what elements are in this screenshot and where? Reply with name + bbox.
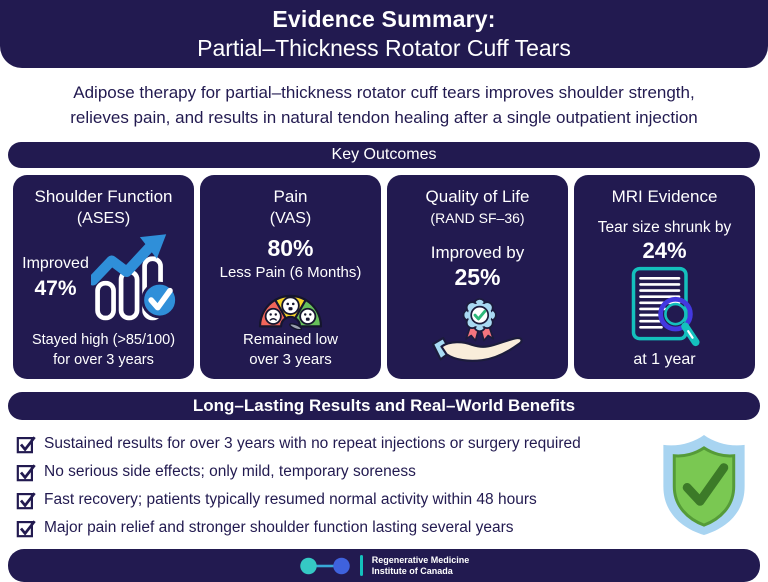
organization-name-line1: Regenerative Medicine xyxy=(371,554,470,565)
page-title-line2: Partial–Thickness Rotator Cuff Tears xyxy=(197,35,571,61)
award-badge-on-hand-icon xyxy=(431,298,523,363)
card1-stat: Improved 47% xyxy=(22,255,89,301)
bar-chart-up-arrow-check-icon xyxy=(90,234,178,321)
card2-value: 80% xyxy=(267,235,314,261)
card3-subtitle: (RAND SF–36) xyxy=(430,210,525,226)
checkbox-check-icon xyxy=(16,492,36,510)
rosette xyxy=(462,298,497,333)
card3-label: Improved by xyxy=(430,243,525,263)
card1-footnote-line2: for over 3 years xyxy=(53,352,154,368)
intro-summary-line2: relieves pain, and results in natural te… xyxy=(70,108,698,127)
card4-label: Tear size shrunk by xyxy=(597,219,732,236)
card-pain: Pain (VAS) 80% Less Pain (6 Months) xyxy=(200,175,381,379)
list-item: Sustained results for over 3 years with … xyxy=(16,434,650,454)
shield-area xyxy=(650,432,758,546)
card-mri-evidence: MRI Evidence Tear size shrunk by 24% xyxy=(574,175,755,379)
shield-check-icon xyxy=(663,434,745,536)
checkbox-check-icon xyxy=(16,464,36,482)
checkbox-check-icon xyxy=(16,436,36,454)
footer-divider xyxy=(359,555,363,576)
card2-footnote-line1: Remained low xyxy=(242,331,339,348)
card2-label: Less Pain (6 Months) xyxy=(219,264,362,281)
page-title-line1: Evidence Summary: xyxy=(272,6,496,32)
card2-title: Pain xyxy=(273,187,308,206)
card4-footnote: at 1 year xyxy=(633,351,696,368)
footer-bar: Regenerative Medicine Institute of Canad… xyxy=(8,549,760,582)
card1-title: Shoulder Function xyxy=(34,187,173,206)
card2-footnote: Remained low over 3 years xyxy=(243,330,338,370)
outcome-cards-row: Shoulder Function (ASES) Improved 47% xyxy=(13,175,755,379)
list-item: Major pain relief and stronger shoulder … xyxy=(16,518,650,538)
benefit-text: No serious side effects; only mild, temp… xyxy=(44,463,416,480)
list-item: Fast recovery; patients typically resume… xyxy=(16,490,650,510)
document-magnifier-icon xyxy=(631,266,700,347)
card3-value: 25% xyxy=(454,264,501,291)
card-quality-of-life: Quality of Life (RAND SF–36) Improved by… xyxy=(387,175,568,379)
card1-subtitle: (ASES) xyxy=(76,210,131,227)
key-outcomes-header: Key Outcomes xyxy=(8,142,760,168)
card2-subtitle: (VAS) xyxy=(269,210,312,227)
card1-body: Improved 47% xyxy=(19,233,188,323)
benefit-text: Fast recovery; patients typically resume… xyxy=(44,491,537,508)
card3-title: Quality of Life xyxy=(425,187,530,206)
list-item: No serious side effects; only mild, temp… xyxy=(16,462,650,482)
benefits-header: Long–Lasting Results and Real–World Bene… xyxy=(8,392,760,420)
checkbox-check-icon xyxy=(16,520,36,538)
header-banner: Evidence Summary: Partial–Thickness Rota… xyxy=(0,0,768,68)
card4-title: MRI Evidence xyxy=(611,187,718,206)
card4-value: 24% xyxy=(642,238,687,263)
card1-footnote: Stayed high (>85/100) for over 3 years xyxy=(32,330,175,370)
organization-name-line2: Institute of Canada xyxy=(371,565,453,576)
organization-logo-icon xyxy=(299,557,350,574)
benefit-text: Sustained results for over 3 years with … xyxy=(44,435,581,452)
card1-value: 47% xyxy=(34,277,77,300)
card1-footnote-line1: Stayed high (>85/100) xyxy=(31,332,176,348)
card1-label: Improved xyxy=(22,255,89,272)
organization-name: Regenerative Medicine Institute of Canad… xyxy=(372,555,470,577)
card-shoulder-function: Shoulder Function (ASES) Improved 47% xyxy=(13,175,194,379)
benefit-text: Major pain relief and stronger shoulder … xyxy=(44,519,514,536)
pain-gauge-faces-icon xyxy=(258,294,323,330)
benefits-list: Sustained results for over 3 years with … xyxy=(16,432,650,546)
intro-summary: Adipose therapy for partial–thickness ro… xyxy=(0,80,768,130)
intro-summary-line1: Adipose therapy for partial–thickness ro… xyxy=(73,83,695,102)
benefits-section: Sustained results for over 3 years with … xyxy=(16,432,758,546)
card2-footnote-line2: over 3 years xyxy=(249,351,332,368)
